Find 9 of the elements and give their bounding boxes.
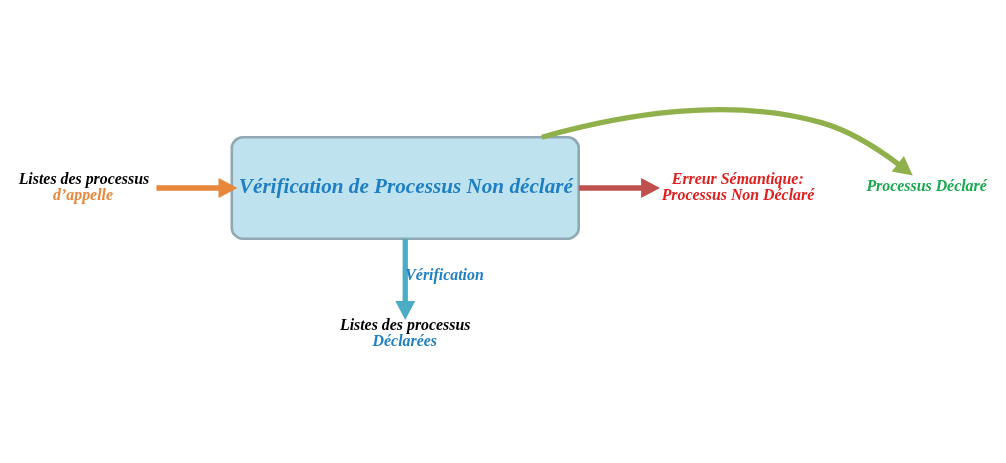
- node-text: Listes des processus d’appelle: [18, 169, 150, 203]
- arrow: [156, 178, 238, 198]
- arrow: [395, 238, 416, 321]
- arrow: [578, 178, 661, 198]
- node-text: Listes des processus Déclarées: [339, 315, 471, 349]
- node-text: Processus Déclaré: [866, 176, 987, 194]
- arrow: [541, 107, 913, 176]
- node-box: Vérification de Processus Non déclaré: [230, 135, 580, 241]
- node-text: Erreur Sémantique: Processus Non Déclaré: [661, 169, 815, 203]
